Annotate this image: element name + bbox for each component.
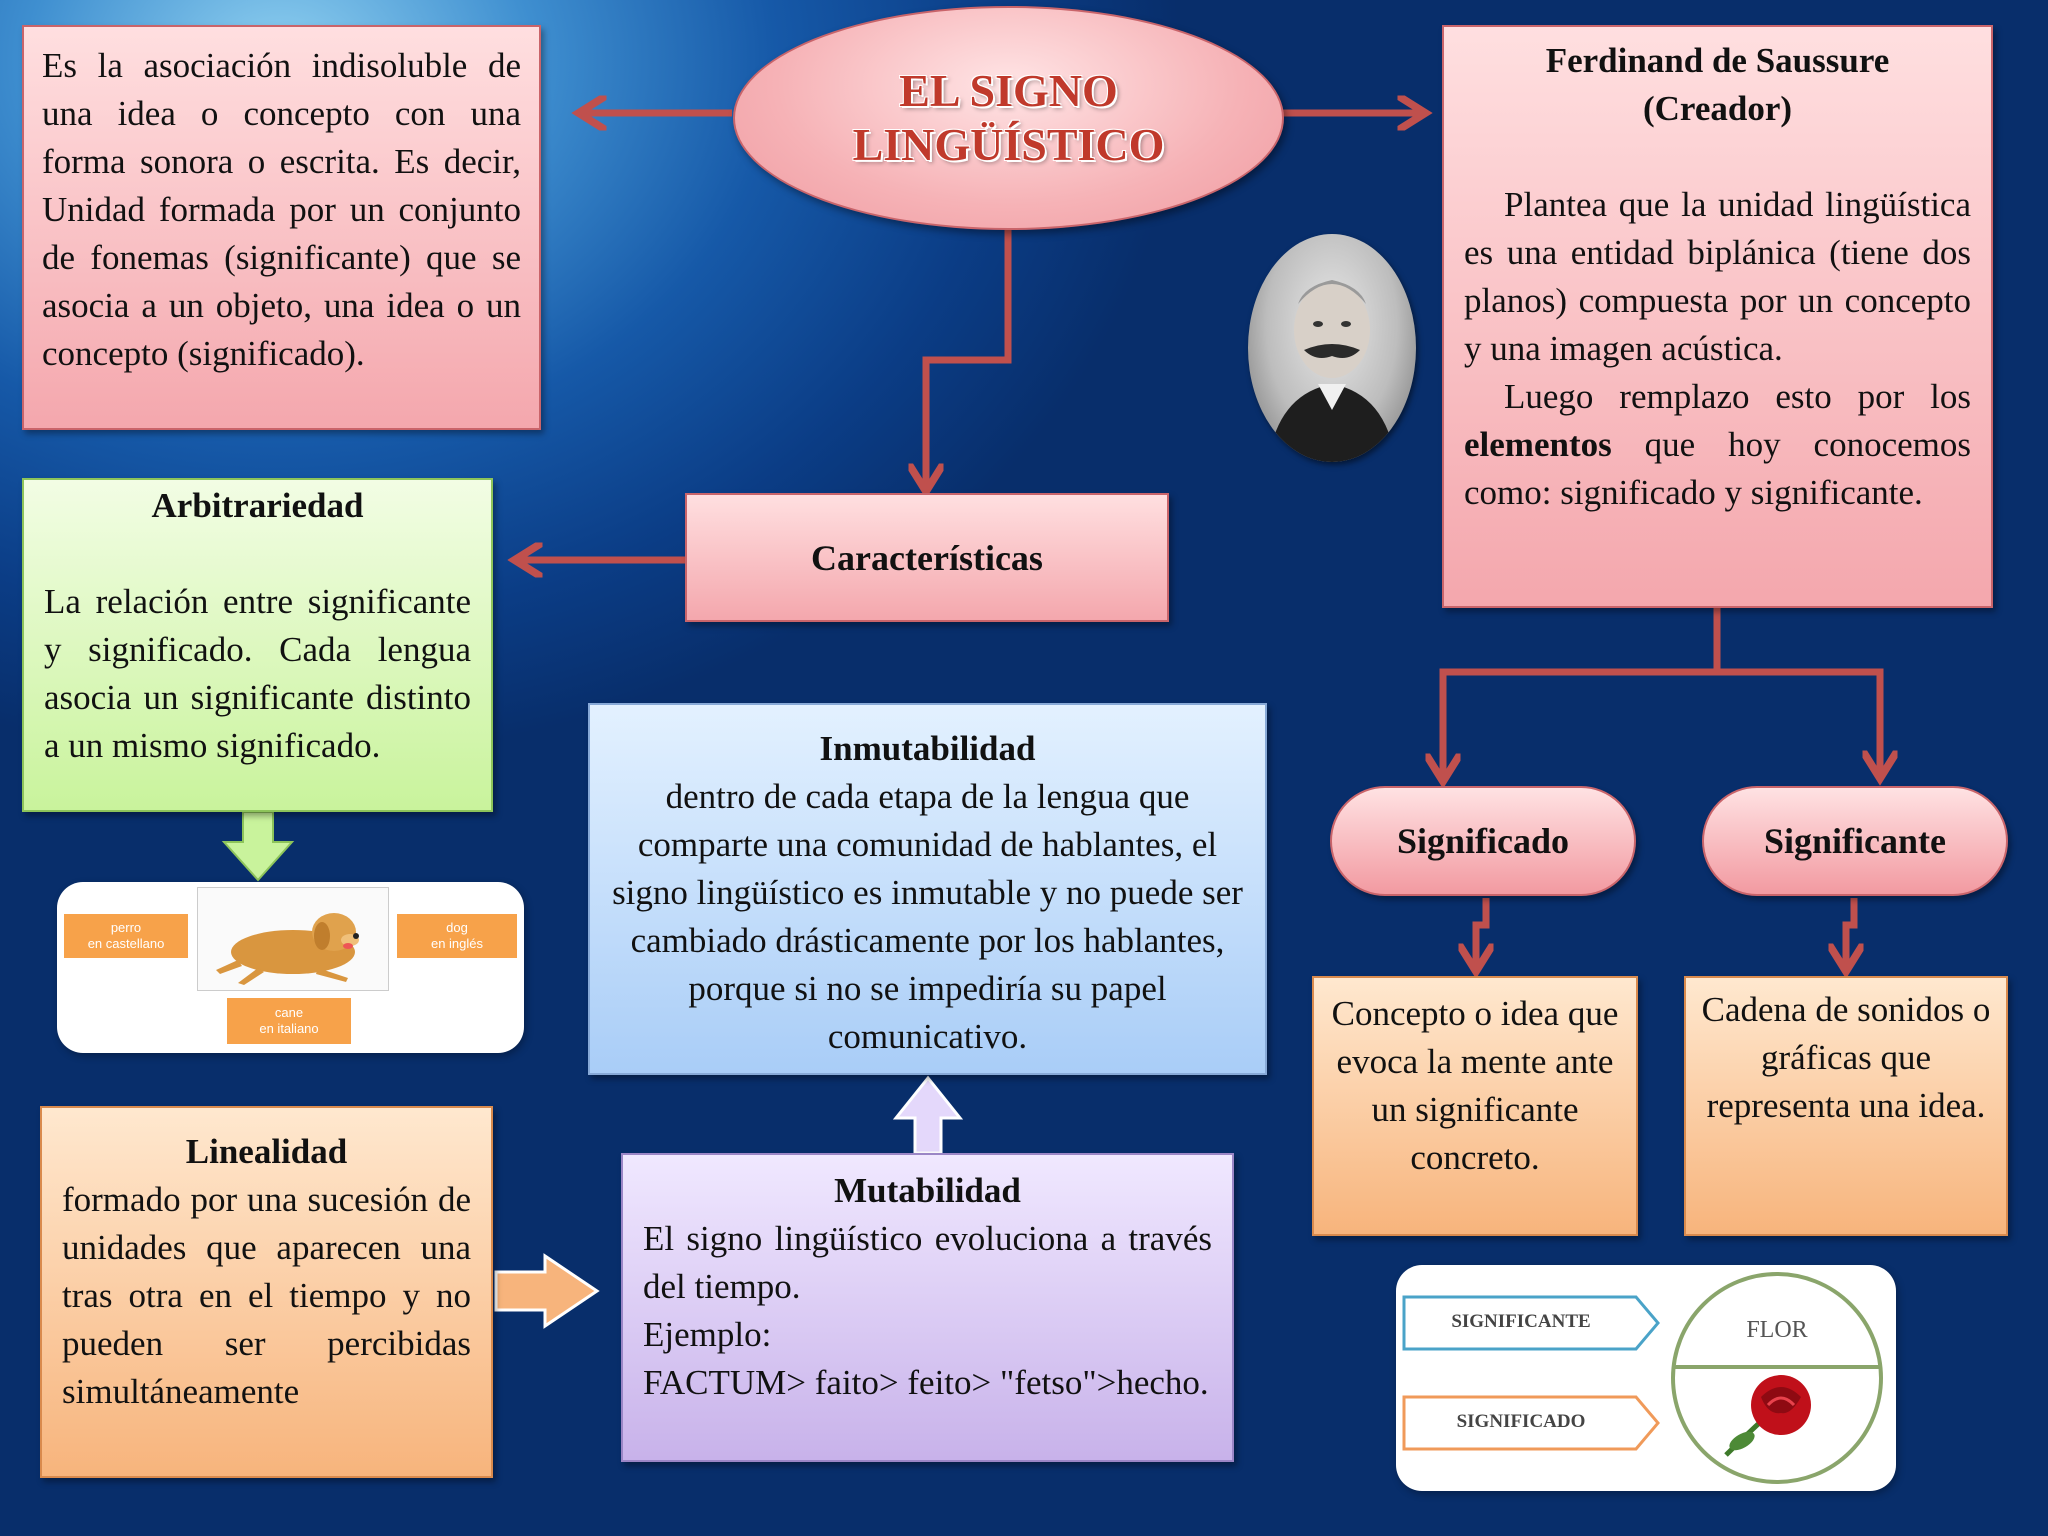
flor-significado-label: SIGNIFICADO	[1456, 1411, 1586, 1432]
saussure-para1: Plantea que la unidad lingüística es una…	[1464, 185, 1971, 368]
inmutabilidad-box: Inmutabilidad dentro de cada etapa de la…	[588, 703, 1267, 1075]
inmutabilidad-title: Inmutabilidad	[819, 729, 1036, 768]
linealidad-box: Linealidad formado por una sucesión de u…	[40, 1106, 493, 1478]
significado-desc-box: Concepto o idea que evoca la mente ante …	[1312, 976, 1638, 1236]
main-title-ellipse: EL SIGNO LINGÜÍSTICO	[733, 6, 1284, 230]
arrow-to-caracteristicas	[926, 226, 1012, 488]
arrow-to-significante	[1717, 668, 1880, 775]
saussure-title-line2: (Creador)	[1642, 89, 1793, 128]
mutabilidad-box: Mutabilidad El signo lingüístico evoluci…	[621, 1153, 1234, 1462]
significante-chevron	[1402, 1295, 1660, 1351]
caracteristicas-label: Características	[811, 537, 1043, 578]
flor-word: FLOR	[1746, 1317, 1808, 1343]
significante-desc-box: Cadena de sonidos o gráficas que represe…	[1684, 976, 2008, 1236]
saussure-box: Ferdinand de Saussure (Creador) Plantea …	[1442, 25, 1993, 608]
mutabilidad-text2: Ejemplo:	[643, 1315, 772, 1354]
significado-pill: Significado	[1330, 786, 1636, 896]
linealidad-title: Linealidad	[185, 1132, 348, 1171]
caracteristicas-box: Características	[685, 493, 1169, 622]
orange-arrow-right	[494, 1253, 600, 1329]
linealidad-text: formado por una sucesión de unidades que…	[62, 1180, 471, 1411]
significante-label: Significante	[1763, 821, 1946, 861]
arbitrariedad-box: Arbitrariedad La relación entre signific…	[22, 478, 493, 812]
inmutabilidad-text: dentro de cada etapa de la lengua que co…	[612, 777, 1243, 1056]
dog-drawing	[216, 913, 359, 985]
significante-desc: Cadena de sonidos o gráficas que represe…	[1701, 990, 1991, 1125]
significado-desc: Concepto o idea que evoca la mente ante …	[1331, 994, 1619, 1177]
mutabilidad-text1: El signo lingüístico evoluciona a través…	[643, 1219, 1212, 1306]
significado-chevron	[1402, 1395, 1660, 1451]
significante-pill: Significante	[1702, 786, 2008, 896]
purple-arrow-up	[892, 1075, 964, 1155]
dog-image	[197, 887, 389, 991]
arrow-to-significado-desc	[1476, 898, 1486, 968]
saussure-title-line1: Ferdinand de Saussure	[1545, 41, 1890, 80]
significado-label: Significado	[1396, 821, 1570, 861]
flor-example-card: SIGNIFICANTE SIGNIFICADO FLOR	[1396, 1265, 1896, 1491]
flor-diagram	[1402, 1272, 1883, 1484]
main-title-line2: LINGÜÍSTICO	[852, 119, 1165, 170]
rose-icon	[1724, 1375, 1811, 1457]
mutabilidad-text3: FACTUM> faito> feito> "fetso">hecho.	[643, 1363, 1209, 1402]
green-arrow-down	[221, 811, 295, 882]
arbitrariedad-text: La relación entre significante y signifi…	[44, 582, 471, 765]
mutabilidad-title: Mutabilidad	[834, 1171, 1021, 1210]
saussure-para2: Luego remplazo esto por los elementos qu…	[1464, 377, 1971, 512]
arbitrariedad-title: Arbitrariedad	[151, 486, 364, 525]
flor-significante-label: SIGNIFICANTE	[1451, 1311, 1591, 1332]
main-title-line1: EL SIGNO	[899, 65, 1118, 116]
definition-box: Es la asociación indisoluble de una idea…	[22, 25, 541, 430]
saussure-portrait	[1248, 234, 1416, 462]
portrait-drawing	[1268, 280, 1396, 462]
saussure-bold-elementos: elementos	[1464, 425, 1612, 464]
definition-text: Es la asociación indisoluble de una idea…	[42, 46, 521, 373]
arrow-saussure-split	[1439, 608, 1721, 775]
arrow-to-significante-desc	[1846, 898, 1854, 968]
